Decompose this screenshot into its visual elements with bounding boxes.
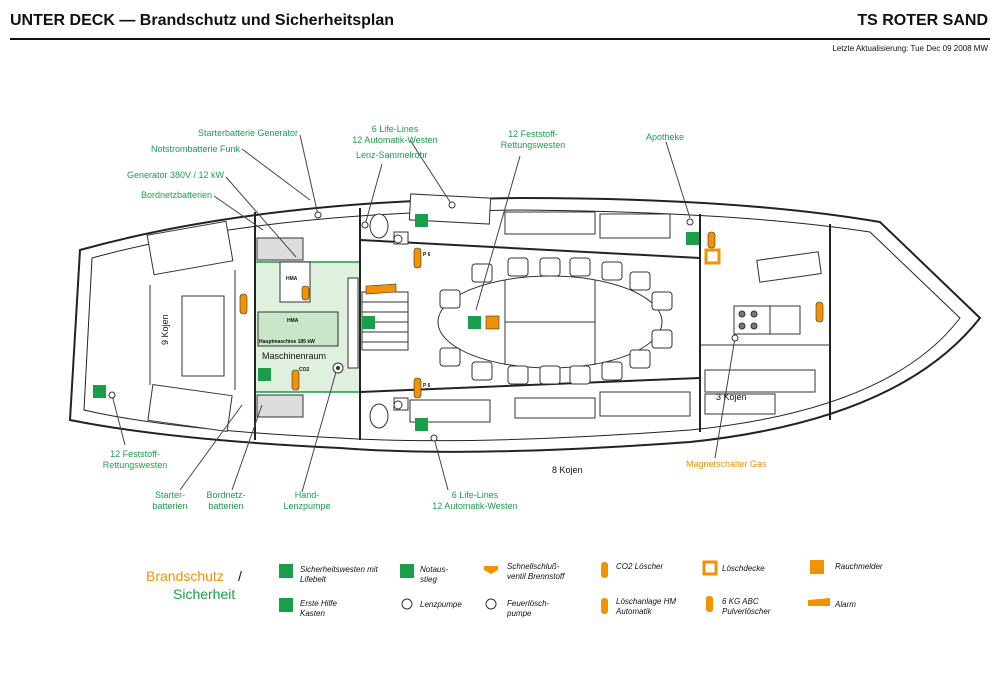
- legend-co2: CO2 Löscher: [616, 562, 664, 571]
- label-lenz-sammelrohr: Lenz-Sammelrohr: [356, 150, 428, 160]
- label-maschinenraum: Maschinenraum: [262, 351, 327, 361]
- label-starterbatterie-generator: Starterbatterie Generator: [197, 128, 298, 138]
- legend-hma-1: Löschanlage HM: [616, 597, 677, 606]
- legend-icons: [279, 560, 830, 614]
- toilets: [369, 213, 409, 429]
- legend-exit-2: stieg: [420, 575, 437, 584]
- legend-hma-2: Automatik: [616, 607, 652, 616]
- label-starter-1: Starter-: [154, 490, 185, 500]
- legend-heading-safety: Sicherheit: [173, 586, 236, 602]
- legend-alarm: Alarm: [835, 600, 856, 609]
- ship-name: TS ROTER SAND: [857, 12, 988, 29]
- label-feststoff-bottom-1: 12 Feststoff-: [110, 449, 160, 459]
- label-feststoff-top-2: Rettungswesten: [500, 140, 566, 150]
- legend-firepump-2: pumpe: [507, 609, 532, 618]
- label-apotheke: Apotheke: [646, 132, 685, 142]
- label-3-kojen: 3 Kojen: [716, 392, 747, 402]
- legend-blanket: Löschdecke: [722, 564, 765, 573]
- legend-firstaid-2: Kasten: [300, 609, 325, 618]
- main-engine: [257, 311, 339, 347]
- legend-heading-slash: /: [238, 568, 242, 584]
- label-feststoff-bottom-2: Rettungswesten: [102, 460, 168, 470]
- label-co2: CO2: [299, 367, 310, 373]
- saloon-table: [437, 275, 663, 369]
- label-starter-2: batterien: [152, 501, 188, 511]
- green-icons: [93, 214, 699, 431]
- label-bordnetz-1: Bordnetz-: [206, 490, 246, 500]
- page-title: UNTER DECK — Brandschutz und Sicherheits…: [10, 12, 395, 29]
- legend-abc-2: Pulverlöscher: [722, 607, 771, 616]
- aft-bunks: [146, 220, 236, 432]
- legend-vests-2: Lifebelt: [300, 575, 326, 584]
- label-lifelines-bottom-1: 6 Life-Lines: [451, 490, 499, 500]
- legend-firepump-1: Feuerlösch-: [507, 599, 550, 608]
- legend-heading-fire: Brandschutz: [146, 568, 224, 584]
- legend-valve-2: ventil Brennstoff: [507, 572, 565, 581]
- label-hma-engine: HMA: [287, 318, 299, 324]
- galley: [700, 251, 830, 346]
- label-magnetschalter-gas: Magnetschalter Gas: [686, 459, 767, 469]
- label-lifelines-top-1: 6 Life-Lines: [371, 124, 419, 134]
- label-hand-2: Lenzpumpe: [283, 501, 331, 511]
- legend-smoke: Rauchmelder: [835, 562, 883, 571]
- legend-valve-1: Schnellschluß-: [507, 562, 560, 571]
- label-lifelines-bottom-2: 12 Automatik-Westen: [432, 501, 518, 511]
- label-p6-bottom: P 6: [423, 383, 431, 389]
- label-bordnetz-2: batterien: [208, 501, 244, 511]
- label-p6-top: P 6: [423, 252, 431, 258]
- label-hand-1: Hand-: [294, 490, 320, 500]
- leader-lines: [111, 134, 736, 493]
- label-9-kojen: 9 Kojen: [160, 314, 170, 345]
- label-generator: Generator 380V / 12 kW: [126, 170, 224, 180]
- label-lifelines-top-2: 12 Automatik-Westen: [352, 135, 438, 145]
- bulkheads: [254, 208, 831, 440]
- header-rule: [10, 38, 990, 40]
- last-updated: Letzte Aktualisierung: Tue Dec 09 2008 M…: [832, 44, 988, 53]
- legend-exit-1: Notaus-: [420, 565, 449, 574]
- equipment-markers: [108, 201, 739, 442]
- label-notstrombatterie-funk: Notstrombatterie Funk: [150, 144, 240, 154]
- legend-firstaid-1: Erste Hilfe: [300, 599, 337, 608]
- battery-bottom: [256, 394, 304, 418]
- cabin-bunks: [408, 193, 816, 423]
- orange-icons: [239, 231, 824, 399]
- label-hauptmaschine: Hauptmaschine 185 kW: [259, 339, 315, 345]
- label-bordnetzbatterien-top: Bordnetzbatterien: [140, 190, 212, 200]
- label-8-kojen: 8 Kojen: [552, 465, 583, 475]
- legend-vests-1: Sicherheitswesten mit: [300, 565, 378, 574]
- saloon-chairs: [439, 257, 673, 385]
- legend-lenzpumpe: Lenzpumpe: [420, 600, 462, 609]
- label-hma-generator: HMA: [286, 276, 298, 282]
- label-feststoff-top-1: 12 Feststoff-: [508, 129, 558, 139]
- legend-abc-1: 6 KG ABC: [722, 597, 759, 606]
